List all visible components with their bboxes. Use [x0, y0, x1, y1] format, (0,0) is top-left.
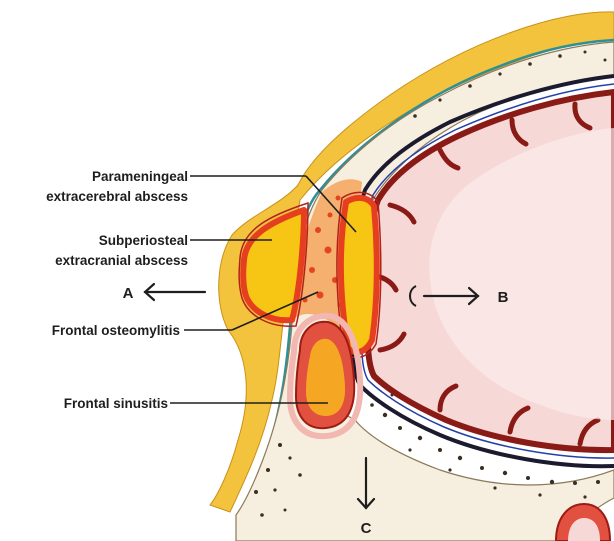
arrow-c-label: C [361, 520, 372, 537]
label-subperiosteal-line2: extracranial abscess [55, 253, 188, 268]
arrow-b-label: B [498, 289, 509, 306]
anatomy [210, 12, 614, 541]
label-subperiosteal-line1: Subperiosteal [99, 233, 188, 248]
label-parameningeal-line2: extracerebral abscess [46, 189, 188, 204]
label-frontal-osteomylitis: Frontal osteomylitis [52, 323, 180, 338]
label-frontal-sinusitis: Frontal sinusitis [64, 396, 168, 411]
arrow-a-label: A [123, 285, 134, 302]
label-parameningeal-line1: Parameningeal [92, 169, 188, 184]
